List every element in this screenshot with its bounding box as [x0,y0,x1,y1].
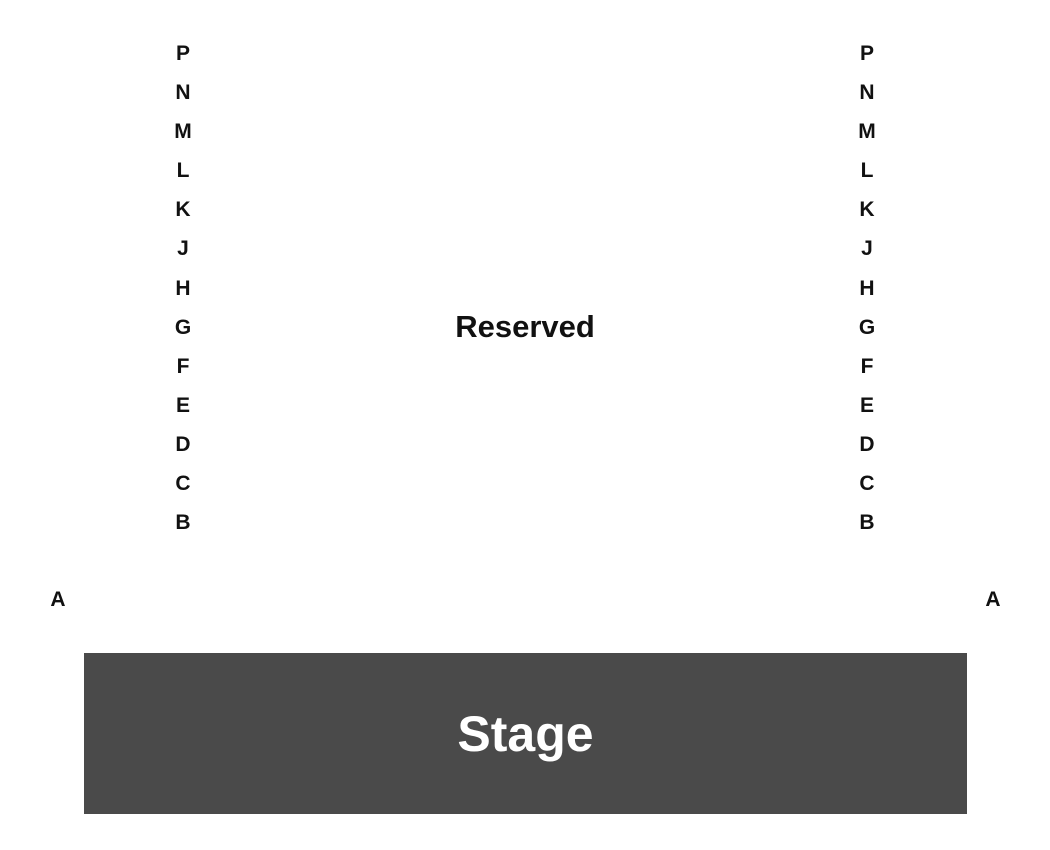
row-label: F [176,354,190,378]
row-label: K [175,198,191,222]
row-label: G [174,315,192,339]
row-label: C [175,472,191,496]
row-label: H [175,276,191,300]
row-label: C [859,472,875,496]
row-label: K [859,198,875,222]
stage: Stage [84,653,967,814]
row-label: E [175,393,190,417]
row-label: G [858,315,876,339]
row-label: P [859,42,874,65]
row-label: N [859,81,875,105]
row-label: B [175,511,191,535]
row-label: J [861,237,873,261]
row-label: D [175,432,191,456]
row-label: M [858,120,876,144]
front-row-label-left: A [50,588,66,611]
row-label: H [859,276,875,300]
left-row-labels: P N M L K J H G F E D C B [163,38,203,546]
row-label: J [177,237,189,261]
front-row-label-right: A [985,588,1001,611]
row-label: L [860,159,874,183]
row-label: F [860,354,874,378]
stage-label: Stage [457,705,594,762]
row-label: D [859,432,875,456]
row-label: N [175,81,191,105]
row-label: P [175,42,190,65]
right-row-labels: P N M L K J H G F E D C B [847,38,887,546]
row-label: E [859,393,874,417]
row-label: L [176,159,190,183]
reserved-section-label: Reserved [455,309,595,344]
row-label: B [859,511,875,535]
row-label: M [174,120,192,144]
